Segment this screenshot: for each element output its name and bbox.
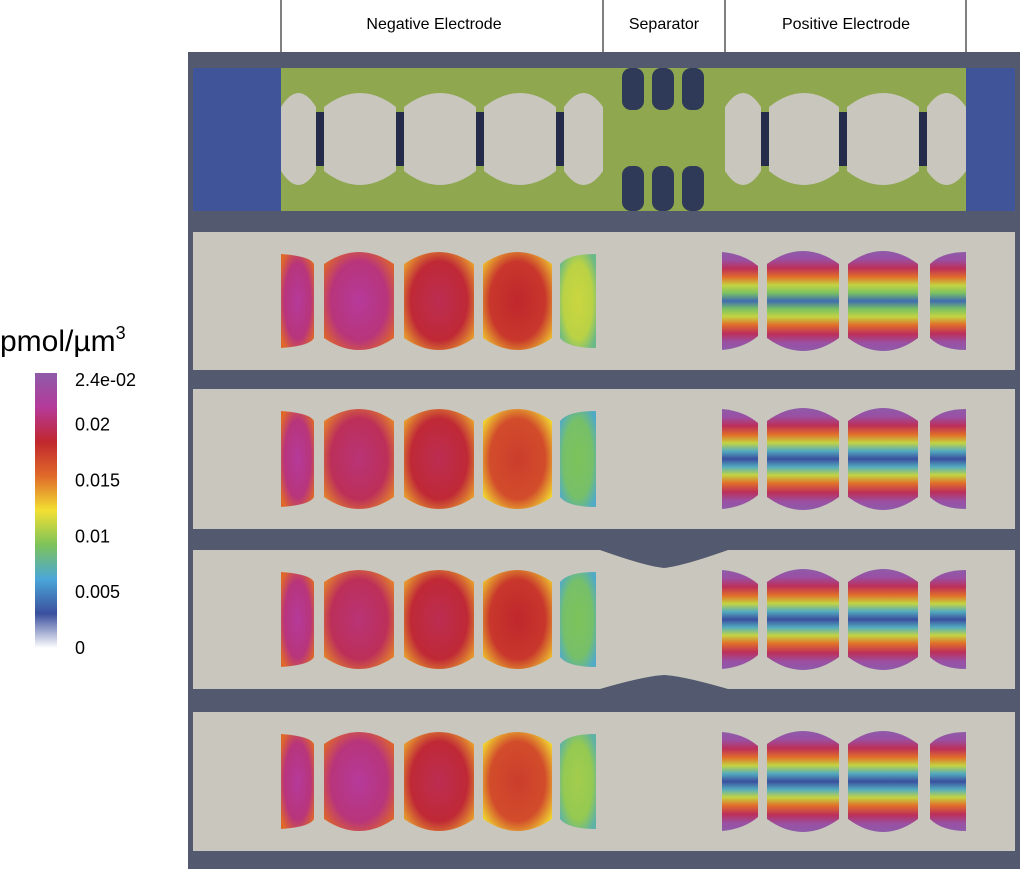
separator-pillar-bottom (682, 166, 704, 211)
positive-particle-concentration (930, 570, 966, 669)
separator-label: Separator (629, 16, 700, 33)
positive-particle-concentration (848, 731, 918, 832)
negative-particle-concentration (560, 411, 596, 507)
colorbar: pmol/µm3 2.4e-02 0.02 0.015 0.01 0.005 0 (0, 323, 136, 658)
negative-particle (281, 93, 316, 185)
negative-particle (324, 93, 396, 185)
colorbar-tick-label: 2.4e-02 (75, 370, 136, 390)
positive-particle-concentration (848, 251, 918, 351)
concentration-snapshot (193, 550, 1015, 689)
positive-particle-concentration (930, 732, 966, 831)
negative-particle-concentration (404, 570, 474, 669)
positive-particle-concentration (767, 569, 839, 670)
negative-particle-concentration (404, 252, 474, 350)
negative-particle-concentration (281, 411, 314, 507)
positive-particle-concentration (767, 251, 839, 351)
positive-particle-concentration (722, 252, 758, 350)
negative-particle (404, 93, 476, 185)
particle-contact (919, 112, 927, 166)
concentration-panels (193, 232, 1015, 851)
colorbar-unit-sup: 3 (116, 323, 126, 343)
negative-particle (564, 93, 603, 185)
positive-electrode-label: Positive Electrode (782, 16, 910, 33)
colorbar-tick-label: 0.01 (75, 526, 110, 546)
geometry-panel (188, 68, 1020, 211)
positive-current-collector (966, 68, 1015, 211)
negative-particle-concentration (404, 409, 474, 509)
separator-pillar-bottom (622, 166, 644, 211)
positive-particle-concentration (722, 732, 758, 831)
negative-particle-concentration (483, 570, 552, 669)
negative-electrode-label: Negative Electrode (366, 16, 501, 33)
particle-contact (556, 112, 564, 166)
negative-particle-concentration (560, 734, 596, 829)
negative-particle-concentration (483, 732, 552, 831)
negative-particle-concentration (324, 732, 394, 831)
particle-contact (761, 112, 769, 166)
positive-particle-concentration (722, 570, 758, 669)
negative-current-collector (193, 68, 281, 211)
negative-particle-concentration (483, 252, 552, 350)
negative-particle (484, 93, 556, 185)
colorbar-unit: pmol/µm3 (0, 323, 126, 358)
separator-pillar-top (682, 68, 704, 110)
colorbar-tick-label: 0.005 (75, 582, 120, 602)
separator-pillar-top (652, 68, 674, 110)
negative-particle-concentration (324, 252, 394, 350)
negative-particle-concentration (324, 409, 394, 509)
colorbar-tick-label: 0.02 (75, 415, 110, 435)
positive-particle (927, 93, 966, 185)
positive-particle-concentration (848, 408, 918, 510)
concentration-snapshot (193, 389, 1015, 529)
positive-particle-concentration (767, 731, 839, 832)
positive-particle (769, 93, 839, 185)
separator-pillar-bottom (652, 166, 674, 211)
positive-particle-concentration (722, 409, 758, 509)
positive-particle (725, 93, 761, 185)
region-header: Negative Electrode Separator Positive El… (280, 0, 967, 68)
colorbar-ticks: 2.4e-02 0.02 0.015 0.01 0.005 0 (75, 370, 136, 658)
concentration-snapshot (193, 232, 1015, 370)
positive-particle-concentration (930, 409, 966, 509)
negative-particle-concentration (560, 254, 596, 348)
negative-particle-concentration (281, 572, 314, 667)
concentration-snapshot (193, 712, 1015, 851)
positive-particle (847, 93, 919, 185)
negative-particle-concentration (281, 254, 314, 348)
separator-pillar-top (622, 68, 644, 110)
colorbar-gradient (35, 373, 57, 648)
negative-particle-concentration (560, 572, 596, 667)
colorbar-unit-main: pmol/µm (0, 325, 116, 358)
negative-particle-concentration (483, 409, 552, 509)
positive-particle-concentration (767, 408, 839, 510)
negative-particle-concentration (281, 734, 314, 829)
particle-contact (316, 112, 324, 166)
particle-contact (839, 112, 847, 166)
negative-particle-concentration (324, 570, 394, 669)
particle-contact (476, 112, 484, 166)
positive-particle-concentration (848, 569, 918, 670)
positive-particle-concentration (930, 252, 966, 350)
negative-particle-concentration (404, 732, 474, 831)
colorbar-tick-label: 0.015 (75, 471, 120, 491)
colorbar-tick-label: 0 (75, 638, 85, 658)
particle-contact (396, 112, 404, 166)
